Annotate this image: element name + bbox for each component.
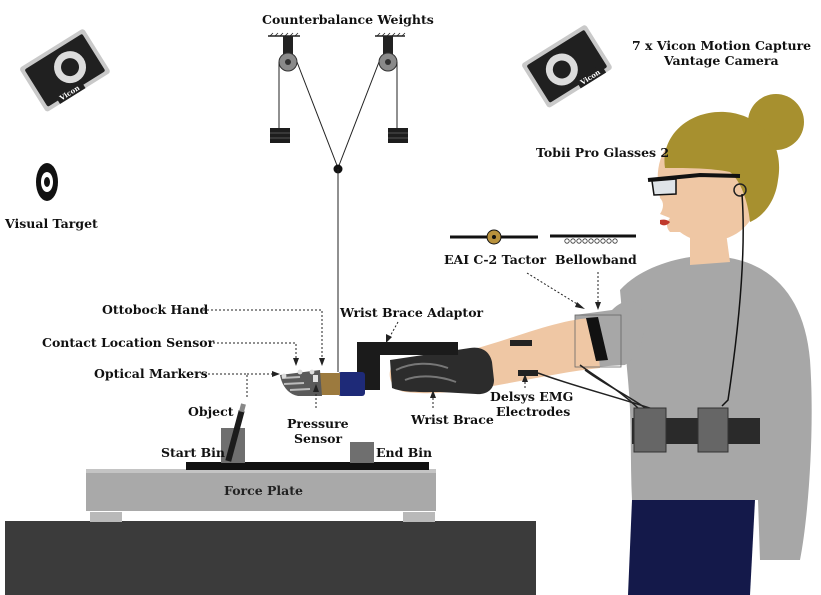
belt-unit-left: [633, 407, 667, 453]
visual-target: [36, 163, 58, 201]
optical-marker: [309, 369, 315, 375]
glasses-cable: [721, 193, 744, 407]
tactor-icon: [450, 229, 538, 245]
pressure-sensor: [313, 375, 318, 382]
vicon-label-line2: Vantage Camera: [663, 53, 779, 68]
prosthetic-wrist: [318, 373, 340, 395]
ottobock-label: Ottobock Hand: [102, 302, 208, 317]
plate-foot-right: [403, 512, 435, 522]
pulley-bracket-left: [283, 36, 293, 56]
emg-electrode-bottom: [518, 370, 538, 376]
vicon-camera-right: Vicon: [522, 25, 612, 108]
table: [5, 521, 536, 595]
bellowband-icon: [550, 234, 636, 244]
wrist-brace: [390, 347, 494, 395]
pressure-label-line1: Pressure: [287, 416, 349, 431]
optical-markers-label: Optical Markers: [94, 366, 208, 381]
tactor-label: EAI C-2 Tactor: [444, 252, 547, 267]
pants: [628, 500, 755, 595]
bellowband-on-arm: [586, 317, 608, 361]
start-bin-label: Start Bin: [161, 445, 225, 460]
delsys-label-line1: Delsys EMG: [490, 389, 573, 404]
optical-marker: [281, 373, 287, 379]
tactor-location-box: [574, 314, 622, 368]
emg-electrode-top: [510, 340, 532, 346]
counterbalance-label: Counterbalance Weights: [262, 12, 434, 27]
weight-right: [388, 128, 408, 143]
tobii-glasses: [647, 172, 747, 197]
end-bin-label: End Bin: [376, 445, 432, 460]
socket: [338, 372, 365, 396]
optical-marker: [297, 369, 303, 375]
hair: [664, 111, 780, 222]
end-bin: [350, 442, 374, 463]
weight-left: [270, 128, 290, 143]
leader-lines: [203, 272, 601, 408]
bin-tray: [186, 462, 429, 470]
delsys-label-line2: Electrodes: [496, 404, 570, 419]
force-plate: [86, 469, 436, 511]
counterbalance-system: [268, 32, 408, 372]
vicon-camera-left: Vicon: [20, 29, 110, 112]
pressure-label-line2: Sensor: [294, 431, 342, 446]
table-assembly: [5, 403, 536, 595]
forearm: [470, 318, 600, 388]
wrist-brace-adaptor-label: Wrist Brace Adaptor: [339, 305, 484, 320]
force-plate-label: Force Plate: [224, 483, 303, 498]
contact-sensor-label: Contact Location Sensor: [42, 335, 215, 350]
wrist-brace-label: Wrist Brace: [410, 412, 494, 427]
prosthetic-rig: [280, 342, 458, 396]
object: [225, 403, 246, 462]
vicon-label-line1: 7 x Vicon Motion Capture: [632, 38, 811, 53]
wrist-brace-adaptor: [357, 342, 458, 390]
bellowband-label: Bellowband: [555, 252, 637, 267]
visual-target-label: Visual Target: [4, 216, 98, 231]
pulley-bracket-right: [383, 36, 393, 56]
plate-foot-left: [90, 512, 122, 522]
object-label: Object: [188, 404, 234, 419]
tobii-label: Tobii Pro Glasses 2: [536, 145, 669, 160]
belt-unit-right: [697, 407, 729, 453]
participant: [389, 94, 812, 595]
